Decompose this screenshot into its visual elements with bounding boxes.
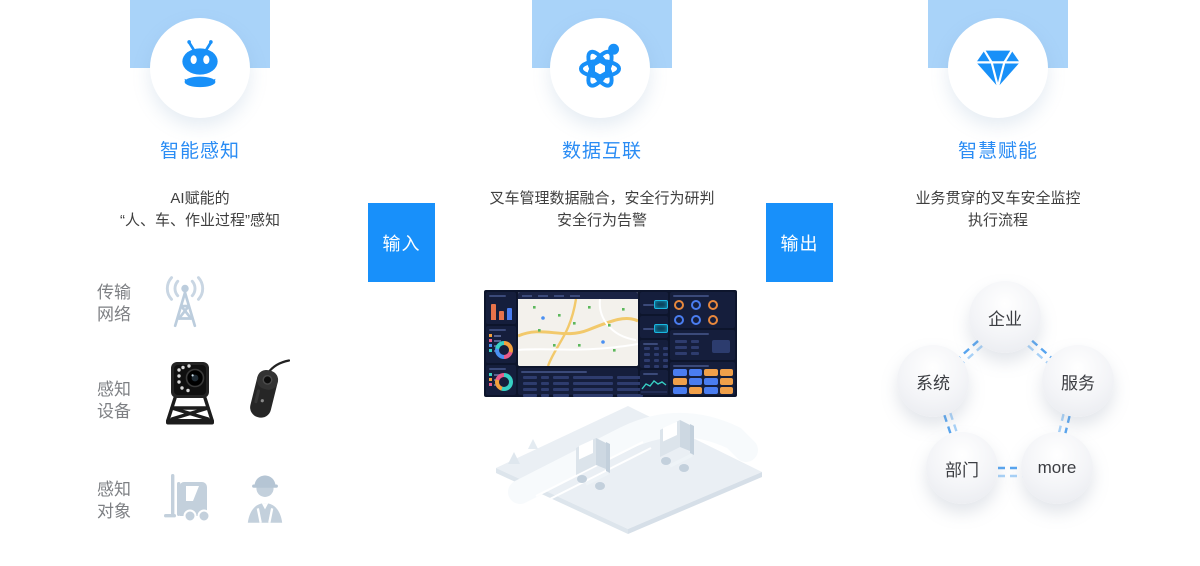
perception-title: 智能感知 [159,141,240,162]
data-title: 数据互联 [561,141,642,162]
db-donut-2 [495,373,513,391]
data-desc-line1: 叉车管理数据融合，安全行为研判 [489,190,715,207]
node-department: 部门 [926,432,998,504]
db-info-rows [675,340,699,355]
node-enterprise: 企业 [969,281,1041,353]
node-more: more [1021,432,1093,504]
row-label-network: 传输 网络 [97,283,131,324]
data-desc: 叉车管理数据融合，安全行为研判 安全行为告警 [432,188,772,232]
db-table-panel [518,368,643,397]
empower-desc-line2: 执行流程 [967,212,1028,229]
perception-desc-line2: “人、车、作业过程”感知 [120,212,280,229]
data-icon-circle [550,18,650,118]
perception-icon-circle [150,18,250,118]
perception-desc: AI赋能的 “人、车、作业过程”感知 [30,188,370,232]
worker-icon [244,468,286,529]
data-desc-line2: 安全行为告警 [556,212,647,229]
row-label-devices: 感知 设备 [97,380,131,421]
db-bar-chart [491,304,512,320]
empower-desc-line1: 业务贯穿的叉车安全监控 [915,190,1081,207]
db-table-rows [523,376,643,397]
db-line-chart [640,370,668,395]
node-system: 系统 [897,345,969,417]
empower-desc: 业务贯穿的叉车安全监控 执行流程 [828,188,1168,232]
db-donut-1 [495,341,513,359]
db-info-panel [670,330,735,360]
node-service: 服务 [1042,345,1114,417]
diamond-icon [969,37,1027,100]
db-tiles [673,369,735,394]
perception-desc-line1: AI赋能的 [170,190,230,207]
empower-title: 智慧赋能 [957,141,1038,162]
forklift-road-illustration [478,392,770,539]
db-info-card [712,340,730,353]
vehicle-camera-icon [163,356,217,435]
db-donut-panel-1 [486,326,516,363]
db-map-panel [518,292,638,366]
db-donut-panel-2 [486,365,516,395]
atom-icon [571,37,629,100]
row-label-objects: 感知 对象 [97,480,131,521]
empower-icon-circle [948,18,1048,118]
dashcam-icon [238,358,291,433]
input-button[interactable]: 输入 [368,203,435,282]
robot-icon [171,37,229,100]
db-tile-panel [670,362,735,395]
antenna-icon [156,274,214,339]
output-button[interactable]: 输出 [766,203,833,282]
db-map-toolbar [518,292,638,299]
db-stat-1 [640,292,668,314]
monitoring-dashboard-screenshot [484,290,737,397]
db-gauge-panel [670,292,735,340]
db-bar-panel [486,292,516,324]
db-stat-2 [640,316,668,338]
db-mini-table [640,340,668,374]
forklift-icon [164,470,218,531]
